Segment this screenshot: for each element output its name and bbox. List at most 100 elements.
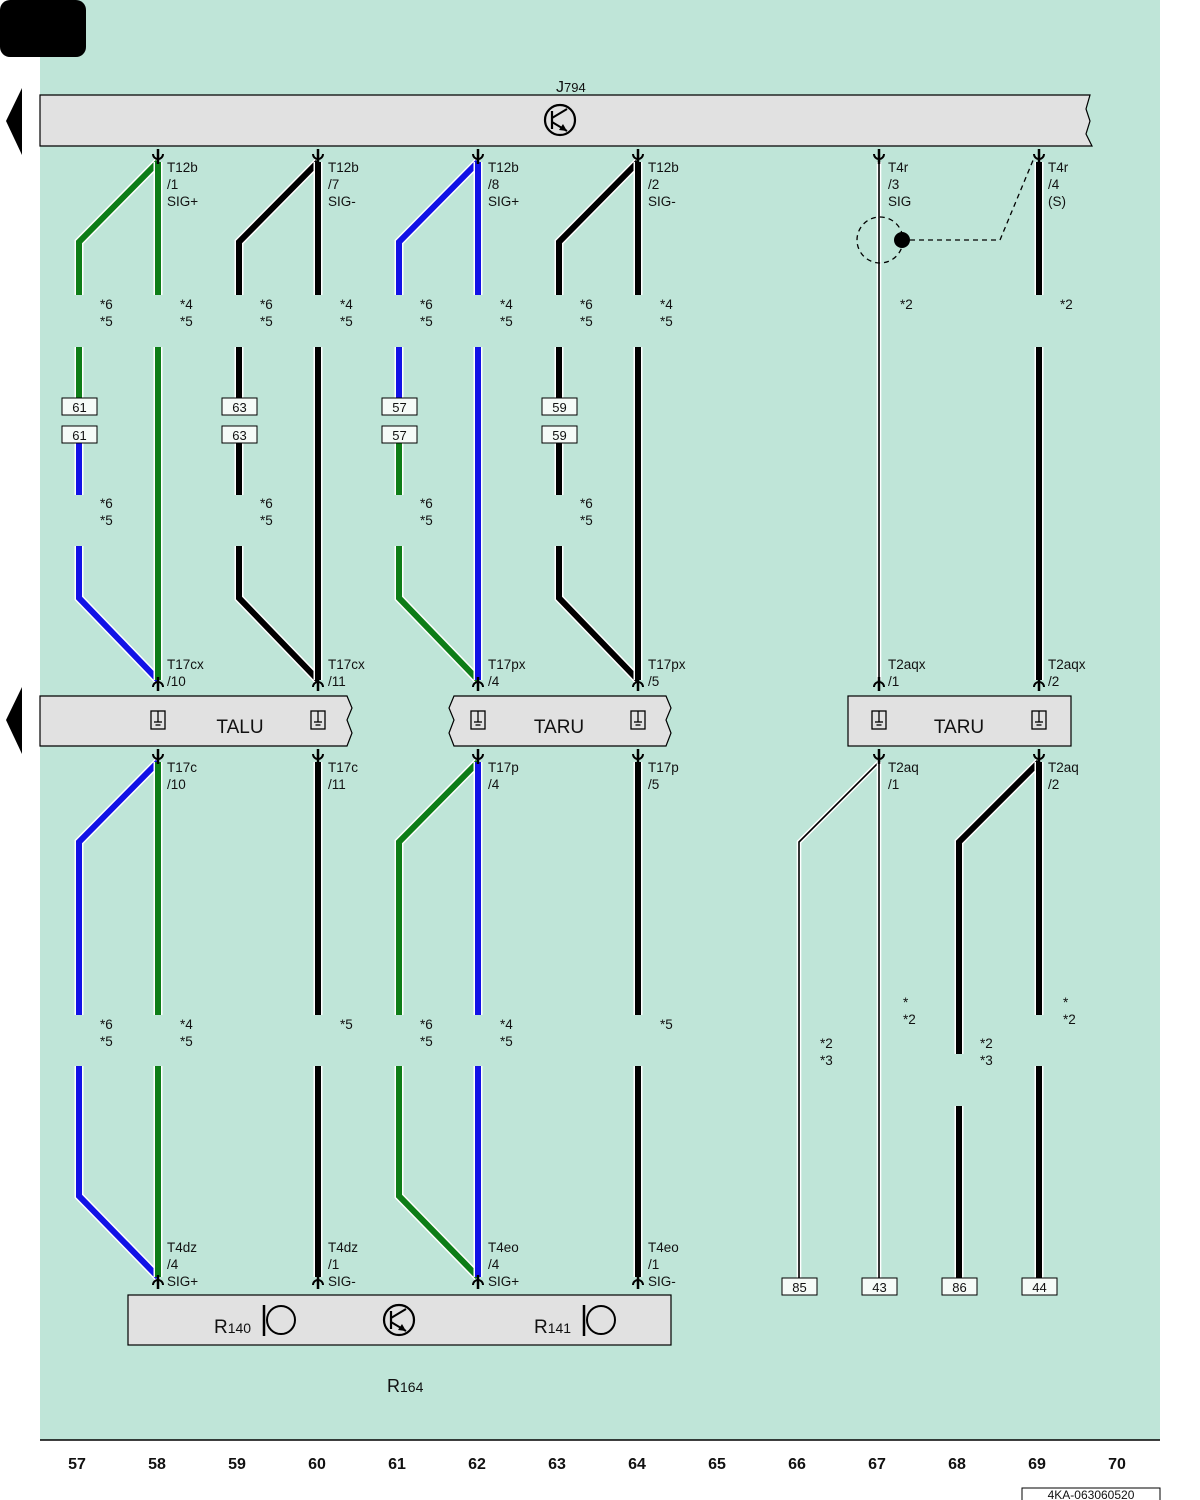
column-numbers: 57 58 59 60 61 62 63 64 65 66 67 68 69 70 (68, 1456, 1126, 1473)
pin-label: T17p/4 (488, 760, 519, 792)
module-taru-left (448, 695, 672, 747)
column-number: 57 (68, 1456, 86, 1473)
sensor-r140-icon (262, 1305, 296, 1336)
note-label: *4*5 (500, 1017, 513, 1049)
svg-text:57: 57 (392, 428, 406, 443)
taru-left-label: TARU (534, 717, 584, 738)
pin-label: T17c/11 (328, 760, 358, 792)
wire (556, 546, 641, 683)
note-label: *2*3 (980, 1036, 993, 1068)
pin-label: T2aqx/2 (1048, 657, 1086, 689)
column-number: 61 (388, 1456, 406, 1473)
pin-label: T17px/4 (488, 657, 526, 689)
shield-ground-icon (894, 232, 910, 248)
wire (556, 159, 641, 295)
terminal-box: 85 (781, 1277, 818, 1296)
note-label: *4*5 (180, 297, 193, 329)
module-taru-right (847, 695, 1072, 747)
note-label: *6*5 (420, 1017, 433, 1049)
note-label: **2 (903, 995, 916, 1027)
connector-box: 61 (61, 397, 98, 416)
pin-label: T17cx/11 (328, 657, 365, 689)
r164-label: R164 (387, 1376, 424, 1396)
svg-text:86: 86 (952, 1280, 966, 1295)
column-number: 63 (548, 1456, 566, 1473)
shield-line (910, 157, 1035, 241)
note-label: **2 (1063, 995, 1076, 1027)
svg-text:57: 57 (392, 400, 406, 415)
column-number: 64 (628, 1456, 646, 1473)
note-label: *2*3 (820, 1036, 833, 1068)
note-label: *6*5 (100, 496, 113, 528)
connector-box: 57 (381, 397, 418, 416)
column-number: 62 (468, 1456, 486, 1473)
pin-label: T2aq/1 (888, 760, 919, 792)
bottom-terminals: 85 43 86 44 (781, 1277, 1058, 1296)
svg-text:44: 44 (1032, 1280, 1046, 1295)
wire (236, 546, 321, 683)
terminal-box: 86 (941, 1277, 978, 1296)
note-label: *2 (1060, 297, 1073, 312)
left-arrow-icon (6, 88, 22, 155)
pin-label: T17p/5 (648, 760, 679, 792)
wires (74, 158, 1044, 1281)
svg-text:43: 43 (872, 1280, 886, 1295)
document-code: 4KA-063060520 (1048, 1488, 1135, 1500)
note-label: *5 (660, 1017, 673, 1032)
module-r164 (127, 1294, 672, 1346)
column-number: 70 (1108, 1456, 1126, 1473)
wire (956, 759, 1042, 1054)
pin-label: T17cx/10 (167, 657, 204, 689)
connector-box: 59 (541, 397, 578, 416)
note-label: *6*5 (420, 496, 433, 528)
column-number: 66 (788, 1456, 806, 1473)
wire (396, 1066, 481, 1280)
note-label: *6*5 (100, 1017, 113, 1049)
wire (76, 759, 161, 1015)
wire (798, 761, 880, 1278)
wire (396, 759, 481, 1015)
column-number: 59 (228, 1456, 246, 1473)
pin-label: T17c/10 (167, 760, 197, 792)
svg-text:61: 61 (72, 428, 86, 443)
column-number: 67 (868, 1456, 886, 1473)
svg-text:61: 61 (72, 400, 86, 415)
pin-label: T17px/5 (648, 657, 686, 689)
svg-text:63: 63 (232, 428, 246, 443)
sensor-r141-icon (582, 1305, 616, 1336)
r140-label: R140 (214, 1317, 251, 1338)
pin-label: T2aqx/1 (888, 657, 926, 689)
terminal-box: 43 (861, 1277, 898, 1296)
note-label: *5 (340, 1017, 353, 1032)
column-number: 60 (308, 1456, 326, 1473)
column-number: 58 (148, 1456, 166, 1473)
svg-text:59: 59 (552, 428, 566, 443)
note-label: *6*5 (260, 297, 273, 329)
wire (76, 1066, 161, 1280)
note-label: *6*5 (580, 496, 593, 528)
note-label: *4*5 (180, 1017, 193, 1049)
note-label: *6*5 (100, 297, 113, 329)
svg-text:63: 63 (232, 400, 246, 415)
column-number: 68 (948, 1456, 966, 1473)
document-code-box (1021, 1487, 1161, 1500)
module-talu (39, 695, 353, 747)
column-number: 69 (1028, 1456, 1046, 1473)
column-number: 65 (708, 1456, 726, 1473)
note-label: *4*5 (500, 297, 513, 329)
note-label: *6*5 (420, 297, 433, 329)
wire (76, 159, 161, 295)
module-j794 (39, 94, 1093, 147)
pin-label: T4r/4(S) (1048, 160, 1069, 209)
terminal-box: 44 (1021, 1277, 1058, 1296)
svg-text:59: 59 (552, 400, 566, 415)
connector-box: 61 (61, 425, 98, 444)
r141-label: R141 (534, 1317, 571, 1338)
